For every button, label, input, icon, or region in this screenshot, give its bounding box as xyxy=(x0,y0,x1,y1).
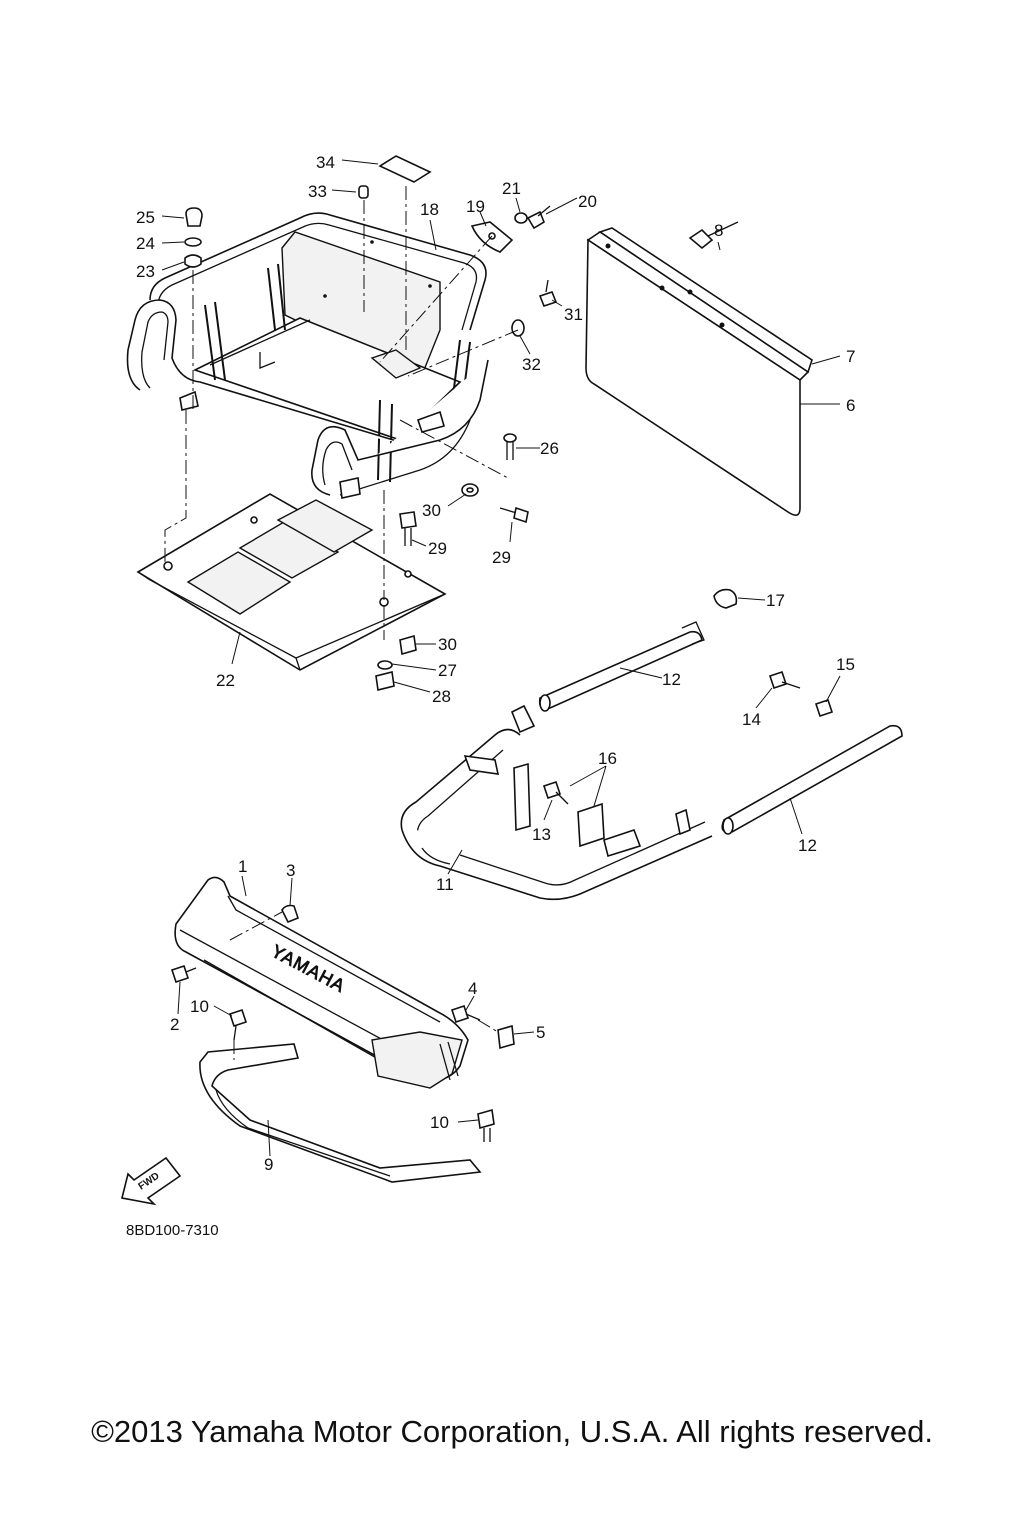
callout-13: 13 xyxy=(532,825,551,844)
bumper-frame xyxy=(400,704,713,901)
callout-12-upper: 12 xyxy=(662,670,681,689)
bracket-19 xyxy=(470,221,514,253)
leader-lines xyxy=(161,159,841,1157)
nut-30 xyxy=(399,634,417,656)
callout-3: 3 xyxy=(286,861,295,880)
front-guard xyxy=(199,1043,482,1183)
license-plate-board xyxy=(585,227,813,516)
front-bumper xyxy=(174,876,469,1089)
callout-16: 16 xyxy=(598,749,617,768)
callout-23: 23 xyxy=(136,262,155,281)
bolt-10-upper xyxy=(228,1008,248,1041)
callout-19: 19 xyxy=(466,197,485,216)
callouts: 34 33 25 24 23 18 19 21 20 8 31 32 7 6 2… xyxy=(136,153,855,1174)
copyright-notice: ©2013 Yamaha Motor Corporation, U.S.A. A… xyxy=(91,1414,933,1449)
label-36 xyxy=(378,155,432,183)
bolt-31 xyxy=(499,506,529,524)
bolt-14 xyxy=(768,670,801,690)
bolt-33 xyxy=(538,279,558,307)
plate-screw xyxy=(688,221,739,250)
callout-29: 29 xyxy=(428,539,447,558)
callout-30: 30 xyxy=(438,635,457,654)
callout-28: 28 xyxy=(432,687,451,706)
callout-8: 8 xyxy=(714,221,723,240)
bolt-2 xyxy=(170,964,197,984)
callout-5: 5 xyxy=(536,1023,545,1042)
washer-21 xyxy=(514,212,528,224)
bolt-13 xyxy=(542,780,569,805)
catalog-code: 8BD100-7310 xyxy=(126,1222,219,1239)
callout-6: 6 xyxy=(846,396,855,415)
washer-27 xyxy=(377,660,393,670)
callout-2: 2 xyxy=(170,1015,179,1034)
clip-5 xyxy=(497,1024,515,1050)
cargo-rack xyxy=(126,212,489,499)
callout-25: 25 xyxy=(136,208,155,227)
callout-22: 22 xyxy=(216,671,235,690)
bolt-26 xyxy=(503,433,517,460)
washer-34 xyxy=(511,319,525,337)
bolt-10-lower xyxy=(477,1108,495,1142)
crossbar-upper xyxy=(538,621,705,712)
callout-10-upper: 10 xyxy=(190,997,209,1016)
bolt-4 xyxy=(450,1004,481,1024)
callout-18: 18 xyxy=(420,200,439,219)
callout-7: 7 xyxy=(846,347,855,366)
callout-20: 20 xyxy=(578,192,597,211)
rack-base-plate xyxy=(136,493,447,671)
callout-27: 27 xyxy=(438,661,457,680)
callout-31: 29 xyxy=(492,548,511,567)
callout-24: 24 xyxy=(136,234,155,253)
bolt-20 xyxy=(526,205,551,230)
cap-nut-stack xyxy=(184,207,203,268)
forward-arrow-icon: FWD xyxy=(121,1156,182,1206)
callout-34: 32 xyxy=(522,355,541,374)
end-cap-17 xyxy=(713,588,738,609)
callout-10-lower: 10 xyxy=(430,1113,449,1132)
callout-36: 34 xyxy=(316,153,335,172)
callout-33: 31 xyxy=(564,305,583,324)
callout-32: 30 xyxy=(422,501,441,520)
callout-1: 1 xyxy=(238,857,247,876)
washer-32 xyxy=(461,483,479,497)
callout-9: 9 xyxy=(264,1155,273,1174)
callout-26: 26 xyxy=(540,439,559,458)
callout-11: 11 xyxy=(436,875,454,894)
nut-28 xyxy=(375,671,395,691)
clip-35 xyxy=(358,185,369,199)
bolt-29 xyxy=(399,511,417,546)
nut-3 xyxy=(281,904,299,924)
brackets-16 xyxy=(513,762,605,848)
callout-21: 21 xyxy=(502,179,521,198)
callout-12-lower: 12 xyxy=(798,836,817,855)
callout-15: 15 xyxy=(836,655,855,674)
washer-15 xyxy=(814,698,834,718)
callout-17: 17 xyxy=(766,591,785,610)
callout-14: 14 xyxy=(742,710,761,729)
callout-35: 33 xyxy=(308,182,327,201)
crossbar-lower xyxy=(721,724,903,835)
callout-4: 4 xyxy=(468,979,477,998)
assembly-lines xyxy=(164,186,519,1060)
